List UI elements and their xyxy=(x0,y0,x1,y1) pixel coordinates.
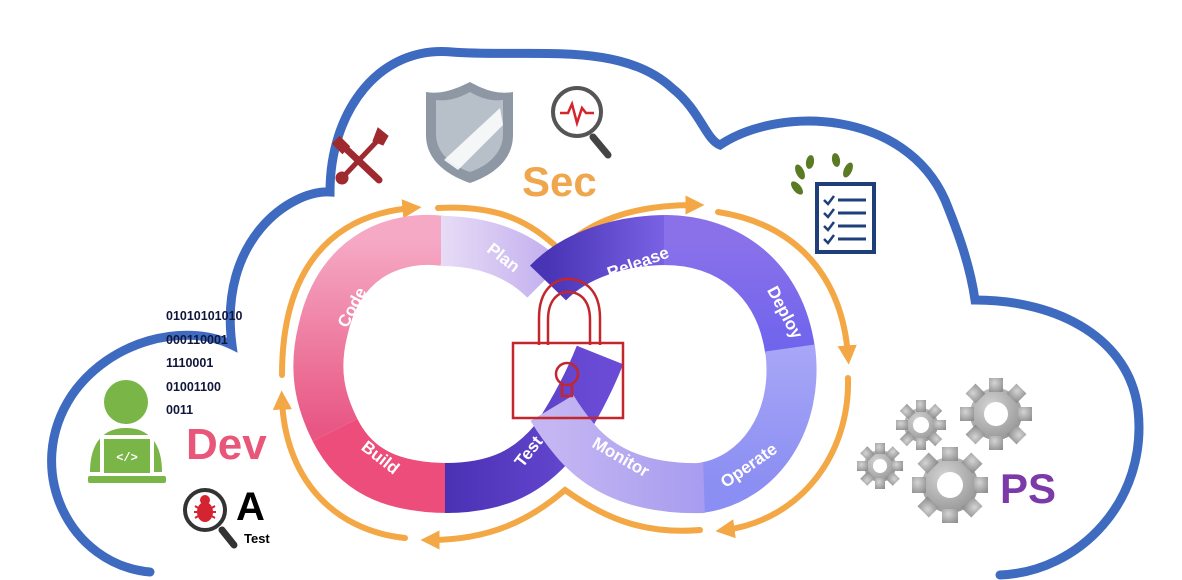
qa-letter: A xyxy=(236,485,265,529)
bug-magnifier-icon xyxy=(183,488,238,549)
svg-text:</>: </> xyxy=(116,451,138,465)
ops-loop xyxy=(530,215,817,514)
dev-label: Dev xyxy=(186,420,267,469)
binary-line: 01010101010 xyxy=(166,309,243,323)
shield-icon xyxy=(426,82,513,183)
qa-test-label: Test xyxy=(244,531,270,546)
laurel-checklist-icon xyxy=(791,153,876,254)
developer-laptop-icon: </> xyxy=(88,380,166,483)
binary-line: 0011 xyxy=(166,403,194,417)
cloud-outline xyxy=(47,47,1144,580)
magnifier-pulse-icon xyxy=(551,86,612,159)
binary-code: 01010101010 000110001 1110001 01001100 0… xyxy=(166,305,242,423)
binary-line: 01001100 xyxy=(166,379,221,394)
lock-icon xyxy=(511,277,625,420)
binary-line: 000110001 xyxy=(166,332,228,347)
sec-label: Sec xyxy=(522,158,597,205)
tools-icon xyxy=(331,127,389,185)
binary-line: 1110001 xyxy=(166,356,214,370)
ops-label: PS xyxy=(1000,465,1057,512)
